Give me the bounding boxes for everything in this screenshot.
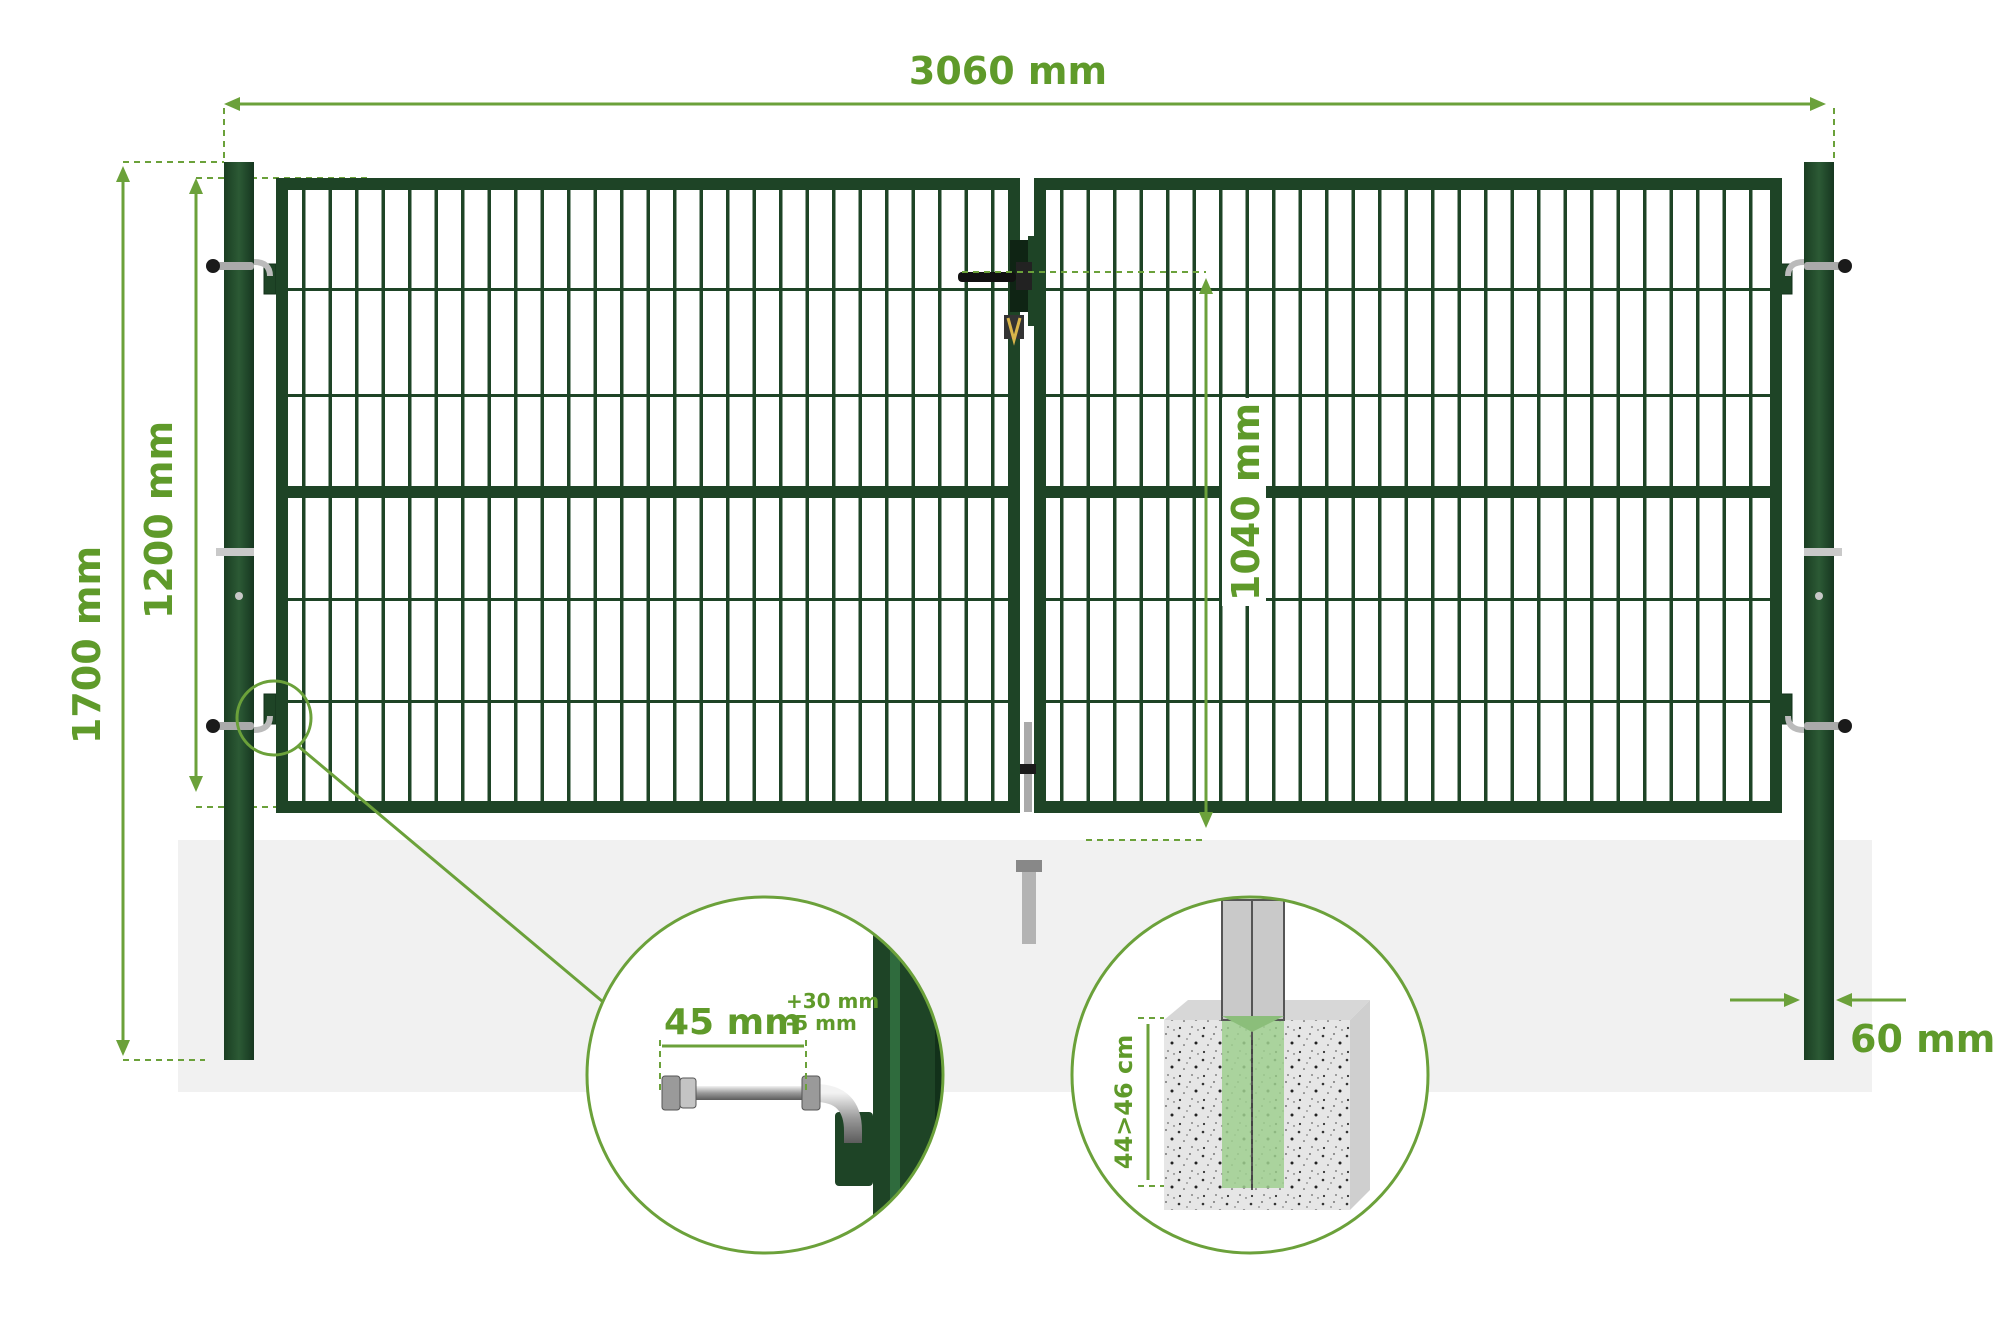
- hinge-detail: 45 mm +30 mm -5 mm: [585, 895, 945, 1255]
- hinge-callout-marker: [235, 679, 313, 757]
- left-mesh-wires: [288, 288, 1008, 703]
- right-mesh-wires: [1046, 288, 1770, 703]
- post-width-label: 60 mm: [1850, 1017, 1995, 1061]
- post-bracket: [216, 548, 254, 556]
- clearance-label: 1040 mm: [1224, 403, 1268, 601]
- mesh-wire: [1046, 598, 1770, 601]
- post-height-dimension: 1700 mm: [65, 161, 224, 1061]
- left-post: [224, 162, 254, 1060]
- right-post: [1804, 162, 1834, 1060]
- mesh-wire: [288, 700, 1008, 703]
- width-label: 3060 mm: [909, 49, 1107, 93]
- post-height-label: 1700 mm: [65, 546, 109, 744]
- concrete-foundation-icon: 44>46 cm: [1070, 895, 1430, 1255]
- post-width-dimension: 60 mm: [1730, 993, 1995, 1061]
- post-bolt: [235, 592, 243, 600]
- mesh-wire: [288, 598, 1008, 601]
- lock-icon: [958, 236, 1040, 346]
- left-gate-leaf: [276, 178, 1020, 813]
- mesh-wire: [1046, 394, 1770, 397]
- mesh-wire: [288, 288, 1008, 291]
- foundation-depth-label: 44>46 cm: [1110, 1035, 1138, 1170]
- callout-leader: [297, 744, 616, 1014]
- mesh-wire: [1046, 700, 1770, 703]
- post-bracket: [1804, 548, 1842, 556]
- hinge-tolerance-plus: +30 mm: [786, 989, 879, 1013]
- gate-height-label: 1200 mm: [137, 421, 181, 619]
- ground-bolt-icon: [1016, 722, 1042, 944]
- right-gate-leaf: [1034, 178, 1782, 813]
- mesh-wire: [1046, 288, 1770, 291]
- post-bolt: [1815, 592, 1823, 600]
- width-dimension: 3060 mm: [223, 49, 1835, 160]
- hinge-tolerance-minus: -5 mm: [786, 1011, 857, 1035]
- mesh-wire: [288, 394, 1008, 397]
- hinge-length-label: 45 mm: [664, 1002, 802, 1043]
- hinge-bolt-icon: [206, 259, 277, 733]
- clearance-dimension: 1040 mm: [962, 271, 1268, 841]
